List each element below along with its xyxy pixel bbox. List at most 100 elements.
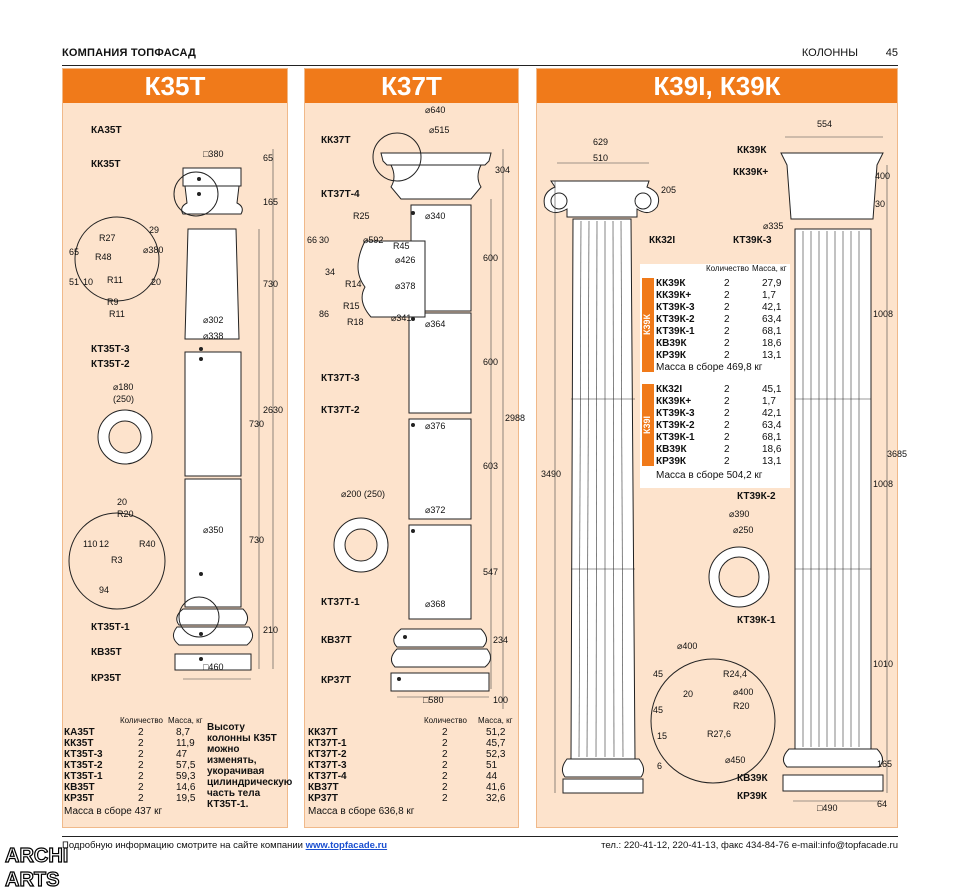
label-kt39k-3: КТ39К-3	[733, 235, 772, 246]
section-name: КОЛОННЫ	[801, 47, 858, 59]
footer-site-link[interactable]: www.topfacade.ru	[305, 840, 388, 851]
table-k39i-total: Масса в сборе 504,2 кг	[656, 470, 763, 481]
dim-k35-165: 165	[263, 197, 279, 207]
page-footer: Подробную информацию смотрите на сайте к…	[62, 836, 898, 856]
dim-k37-600a: 600	[483, 253, 499, 263]
dim-k37-603: 603	[483, 461, 499, 471]
dim-k37-341: ⌀341	[391, 313, 412, 323]
k35t-base-2	[173, 626, 253, 646]
label-kt37t-4: КТ37Т-4	[321, 189, 360, 200]
dim-k39-30: 30	[875, 199, 886, 209]
dim-k37-200: ⌀200 (250)	[341, 489, 385, 499]
dim-k37-86: 86	[319, 309, 330, 319]
dim-k39-450: ⌀450	[725, 755, 746, 765]
dim-k39-490: □490	[817, 803, 838, 813]
label-kt39k-2: КТ39К-2	[737, 491, 776, 502]
dim-k35-94: 94	[99, 585, 110, 595]
k39-corinthian-plinth	[782, 774, 884, 792]
k35t-shaft-2	[184, 351, 242, 477]
dim-k39-1010: 1010	[873, 659, 894, 669]
label-kt37t-1: КТ37Т-1	[321, 597, 360, 608]
k39-corinthian-shaft	[794, 228, 872, 750]
archiarts-logo: ARCHI ARTS	[4, 844, 69, 890]
table-k37t-head-mass: Масса, кг	[478, 716, 513, 725]
dim-k37-376: ⌀376	[425, 421, 446, 431]
dim-k39-554: 554	[817, 119, 833, 129]
k35t-plinth	[174, 653, 252, 671]
table-k35t-head-mass: Масса, кг	[168, 716, 203, 725]
k37t-profile-detail	[357, 240, 426, 318]
dim-k35-350: ⌀350	[203, 525, 224, 535]
label-kk32i: КК32I	[649, 235, 676, 246]
k39-drawing	[543, 136, 888, 802]
k35t-shaft-3	[184, 228, 240, 340]
dim-k39-205: 205	[661, 185, 677, 195]
dim-k39-1008b: 1008	[873, 479, 894, 489]
k37t-shaft-3	[408, 312, 472, 414]
label-kb35t: КВ35Т	[91, 647, 122, 658]
k37t-shaft-1	[408, 524, 472, 620]
dim-k35-65: 65	[263, 153, 274, 163]
k35t-detail-base	[68, 512, 166, 610]
label-kt37t-2: КТ37Т-2	[321, 405, 360, 416]
k37t-ring-inner	[344, 528, 378, 562]
dim-k35-338: ⌀338	[203, 331, 224, 341]
svg-text:ARTS: ARTS	[5, 869, 59, 890]
k39-ring-inner	[718, 556, 760, 598]
dim-k37-340: ⌀340	[425, 211, 446, 221]
dim-k39-45b: 45	[653, 705, 664, 715]
dim-k35-302: ⌀302	[203, 315, 224, 325]
dim-k35-r9: R9	[107, 297, 119, 307]
dim-k35-r27: R27	[99, 233, 116, 243]
dim-k39-r24: R24,4	[723, 669, 748, 679]
k35t-base-1	[176, 608, 249, 626]
dim-k35-12: 12	[99, 539, 110, 549]
dim-k37-640: ⌀640	[425, 105, 446, 115]
dim-k37-30: 30	[319, 235, 330, 245]
panel-k37t: К37Т КК37Т КТ37Т-4 К	[304, 68, 525, 828]
dim-k37-592: ⌀592	[363, 235, 384, 245]
panel-title-k37t: К37Т	[305, 69, 518, 103]
dim-k39-6: 6	[657, 761, 663, 771]
dim-k37-r45: R45	[393, 241, 410, 251]
panel-k39: К39I, К39К	[536, 68, 907, 828]
dim-k35-65b: 65	[69, 247, 80, 257]
dim-k35-r11b: R11	[109, 309, 125, 319]
dim-k35-51: 51	[69, 277, 80, 287]
dim-k35-r40: R40	[139, 539, 156, 549]
k35t-capital	[181, 185, 243, 215]
panel-k35t: К35Т	[62, 68, 288, 828]
label-kk35t: КК35Т	[91, 159, 121, 170]
label-kk37t: КК37Т	[321, 135, 351, 146]
k37t-base-2	[391, 648, 491, 668]
k35t-detail-capital	[74, 216, 160, 302]
k39-volute-right	[634, 192, 652, 210]
dim-k37-600b: 600	[483, 357, 499, 367]
label-kk39k: КК39К	[737, 145, 767, 156]
dim-k39-1008a: 1008	[873, 309, 894, 319]
label-kt39k-1: КТ39К-1	[737, 615, 776, 626]
k39-detail-base	[650, 658, 776, 784]
k37t-drawing	[333, 132, 504, 709]
table-k39-head-qty: Количество	[706, 264, 749, 273]
page-number: 45	[885, 47, 898, 59]
k37t-plinth	[390, 672, 490, 692]
